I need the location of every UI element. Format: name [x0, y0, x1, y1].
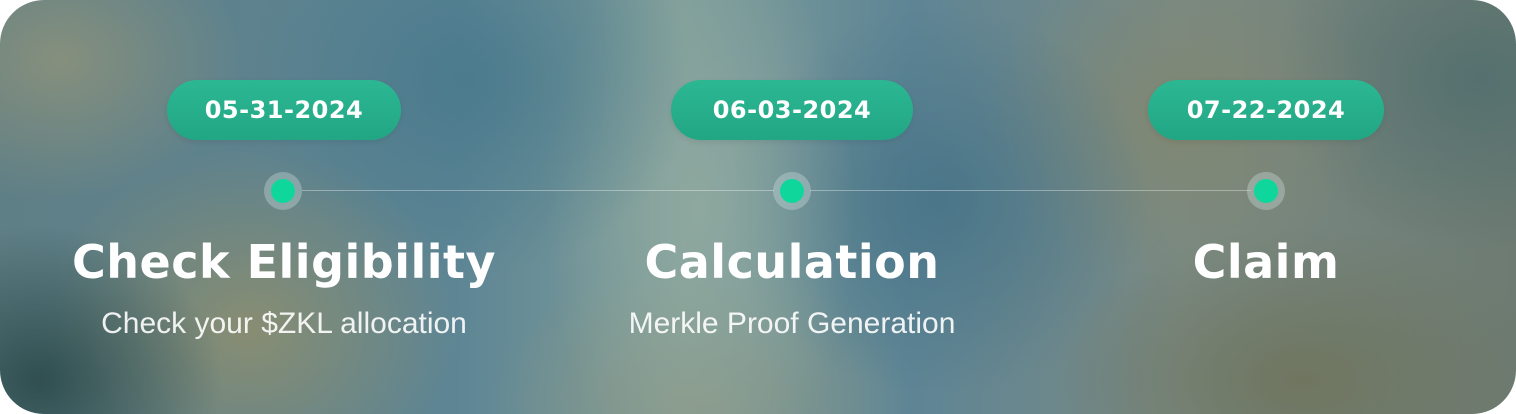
date-badge: 05-31-2024 — [167, 80, 401, 140]
step-title: Calculation — [644, 235, 940, 289]
timeline-dot-inner — [271, 179, 295, 203]
date-badge: 06-03-2024 — [671, 80, 913, 140]
step-subtitle: Check your $ZKL allocation — [101, 307, 467, 340]
timeline-connector — [810, 190, 1251, 191]
timeline-dot-inner — [780, 179, 804, 203]
timeline-connector — [302, 190, 774, 191]
timeline-dot — [773, 172, 811, 210]
step-title: Claim — [1192, 235, 1340, 289]
date-badge: 07-22-2024 — [1148, 80, 1384, 140]
timeline-dot — [1247, 172, 1285, 210]
step-subtitle: Merkle Proof Generation — [628, 307, 956, 340]
timeline-dot — [264, 172, 302, 210]
step-title: Check Eligibility — [72, 235, 496, 289]
timeline-dot-inner — [1254, 179, 1278, 203]
